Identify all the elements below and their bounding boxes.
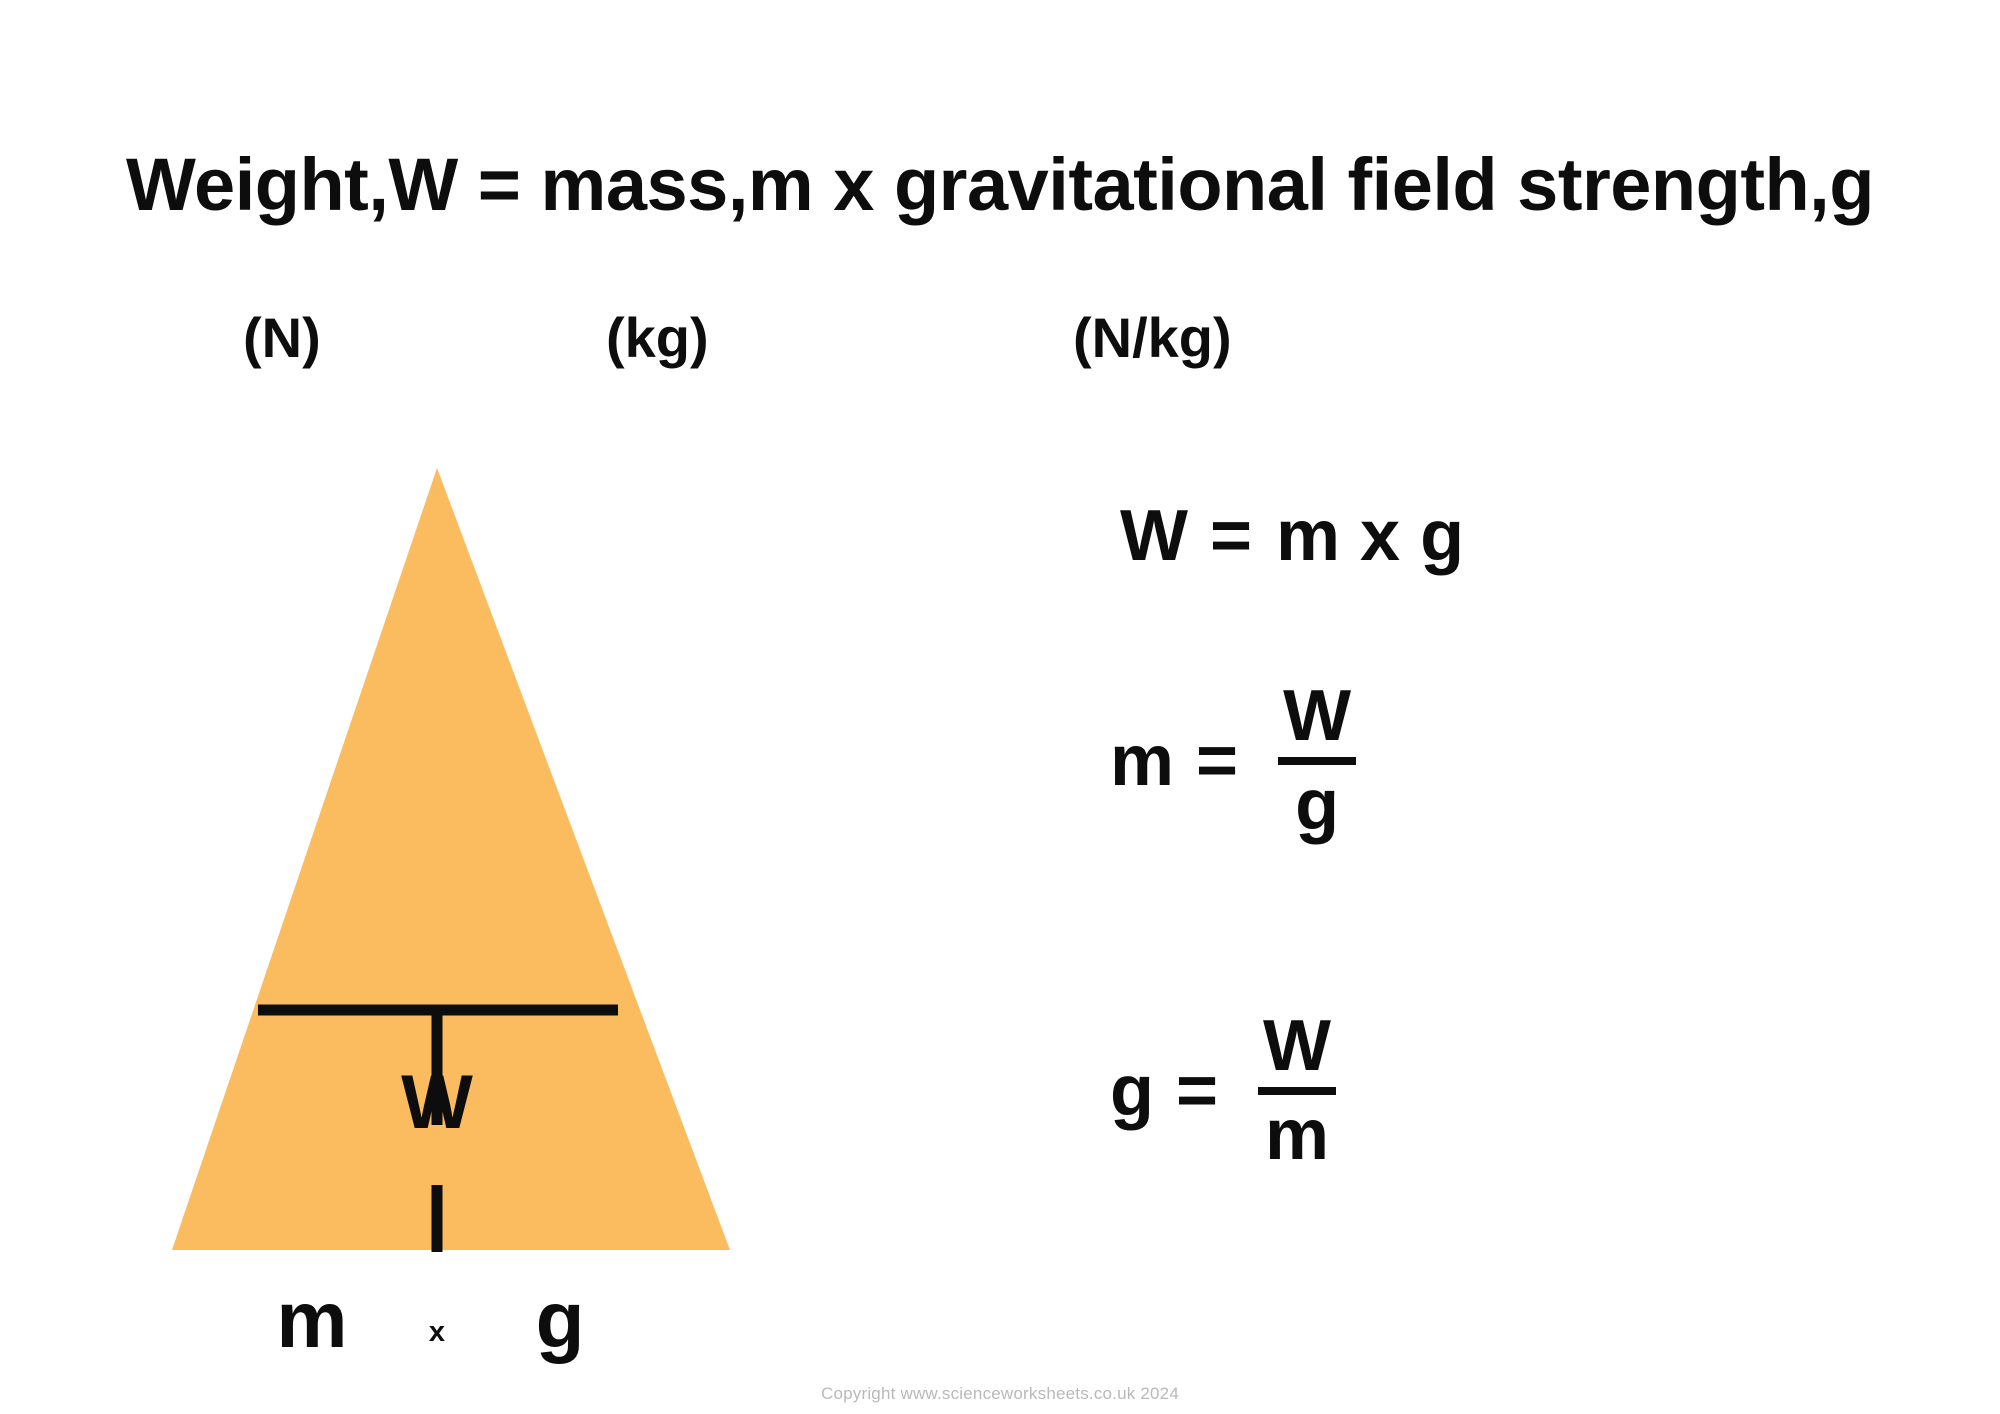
triangle-shape [172, 468, 730, 1252]
triangle-label-gravity: g [535, 1275, 585, 1364]
formula-weight-lhs: W [1120, 496, 1188, 576]
formula-mass-numerator: W [1283, 676, 1352, 756]
formula-weight-equals: = [1209, 496, 1253, 576]
unit-label-mass: (kg) [606, 306, 709, 369]
formula-mass-lhs: m [1110, 721, 1175, 802]
formula-mass-denominator: g [1295, 765, 1340, 846]
formula-triangle: W m g x [140, 440, 780, 1360]
triangle-fill [172, 468, 730, 1250]
formula-mass-equals: = [1196, 721, 1239, 802]
page-title: Weight,W = mass,m x gravitational field … [126, 143, 1874, 226]
formula-weight-rhs: m x g [1276, 496, 1465, 576]
formula-mass-fraction: W g [1278, 676, 1357, 846]
unit-label-gravity: (N/kg) [1073, 306, 1232, 369]
formula-gravity-fraction-bar [1258, 1087, 1337, 1096]
formula-gravity: g = W m [1110, 1006, 1337, 1176]
triangle-label-mass: m [276, 1275, 348, 1364]
copyright-notice: Copyright www.scienceworksheets.co.uk 20… [820, 1384, 1179, 1403]
formula-mass: m = W g [1110, 676, 1357, 846]
formula-gravity-denominator: m [1265, 1095, 1330, 1176]
formula-weight: W = m x g [1120, 500, 1464, 572]
triangle-multiply-operator: x [428, 1316, 446, 1348]
formula-gravity-fraction: W m [1258, 1006, 1337, 1176]
formula-gravity-lhs: g [1110, 1051, 1154, 1132]
formula-mass-fraction-bar [1278, 757, 1357, 766]
triangle-label-weight: W [401, 1060, 473, 1145]
formula-gravity-numerator: W [1263, 1006, 1332, 1086]
unit-label-weight: (N) [243, 306, 321, 369]
formula-gravity-equals: = [1175, 1051, 1219, 1132]
